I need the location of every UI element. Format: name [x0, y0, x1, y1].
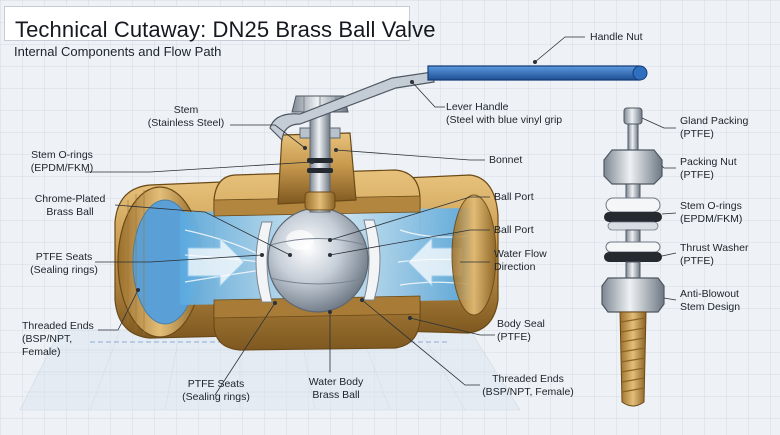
label-stem-orings-right: Stem O-rings (EPDM/FKM) [680, 200, 743, 225]
label-water-body: Water Body Brass Ball [308, 376, 364, 401]
label-body-seal: Body Seal (PTFE) [497, 318, 545, 343]
label-threaded-ends-bottom: Threaded Ends (BSP/NPT, Female) [482, 373, 574, 398]
label-ball-port-1: Ball Port [494, 191, 534, 203]
label-chrome-ball: Chrome-Plated Brass Ball [34, 193, 106, 218]
label-stem: Stem (Stainless Steel) [147, 104, 225, 129]
page-title: Technical Cutaway: DN25 Brass Ball Valve [15, 17, 436, 42]
label-ptfe-seats-left: PTFE Seats (Sealing rings) [30, 251, 98, 276]
label-water-flow: Water Flow Direction [494, 248, 547, 273]
label-ball-port-2: Ball Port [494, 224, 534, 236]
label-handle-nut: Handle Nut [590, 31, 643, 43]
label-lever-handle: Lever Handle (Steel with blue vinyl grip [446, 101, 563, 126]
label-threaded-ends-left: Threaded Ends (BSP/NPT, Female) [22, 320, 94, 358]
label-bonnet: Bonnet [489, 154, 523, 166]
page-subtitle: Internal Components and Flow Path [14, 44, 222, 59]
leader-dots [136, 60, 537, 320]
label-ptfe-seats-bottom: PTFE Seats (Sealing rings) [182, 378, 250, 403]
label-thrust-washer: Thrust Washer (PTFE) [680, 242, 749, 267]
label-gland-packing: Gland Packing (PTFE) [680, 115, 749, 140]
leader-lines [85, 36, 677, 396]
title-box: Technical Cutaway: DN25 Brass Ball Valve [4, 6, 435, 42]
exploded-stem [601, 107, 665, 407]
valve-stem-assembly [269, 65, 648, 213]
label-packing-nut: Packing Nut (PTFE) [680, 156, 737, 181]
label-anti-blowout: Anti-Blowout Stem Design [680, 288, 741, 313]
label-stem-orings-left: Stem O-rings (EPDM/FKM) [30, 149, 94, 174]
